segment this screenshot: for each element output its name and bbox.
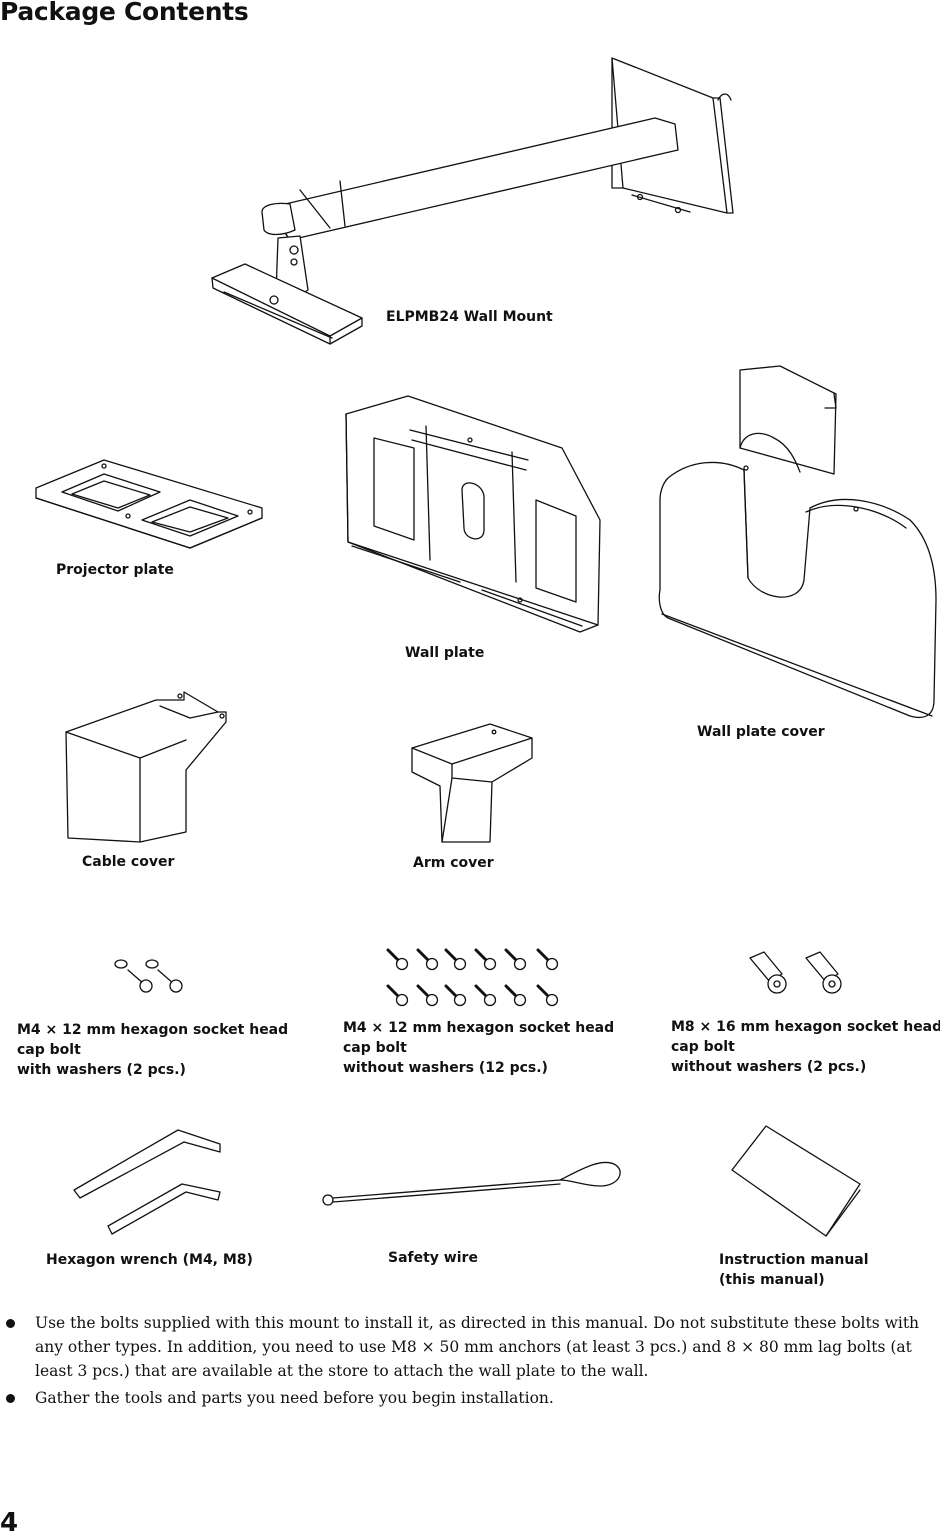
label-arm-cover: Arm cover	[413, 855, 494, 871]
label-safety-wire: Safety wire	[388, 1250, 478, 1266]
page-title: Package Contents	[0, 0, 249, 26]
manual-illustration	[732, 1126, 860, 1236]
label-wall-plate-cover: Wall plate cover	[697, 724, 825, 740]
hex-wrench-illustration	[74, 1130, 220, 1234]
note-item: Gather the tools and parts you need befo…	[6, 1386, 940, 1410]
label-projector-plate: Projector plate	[56, 562, 174, 578]
wall-plate-illustration	[346, 396, 600, 632]
safety-wire-illustration	[323, 1162, 620, 1205]
projector-plate-illustration	[36, 460, 262, 548]
m8-bolts-illustration	[750, 952, 841, 993]
label-wall-plate: Wall plate	[405, 645, 485, 661]
note-item: Use the bolts supplied with this mount t…	[6, 1311, 940, 1383]
arm-cover-illustration	[412, 724, 532, 842]
m4-bolts-with-washers-illustration	[115, 960, 182, 992]
wall-plate-cover-illustration	[659, 366, 936, 717]
m4-bolts-illustration	[388, 950, 550, 998]
wall-mount-illustration	[212, 58, 733, 344]
label-m4-bolts-with-washers: M4 × 12 mm hexagon socket head cap bolt …	[17, 1022, 289, 1078]
label-hex-wrench: Hexagon wrench (M4, M8)	[46, 1252, 253, 1268]
label-m8-bolts: M8 × 16 mm hexagon socket head cap bolt …	[671, 1019, 940, 1075]
notes-list: Use the bolts supplied with this mount t…	[6, 1311, 940, 1413]
page-number: 4	[0, 1508, 19, 1538]
label-wall-mount: ELPMB24 Wall Mount	[386, 309, 553, 325]
label-m4-bolts-without-washers: M4 × 12 mm hexagon socket head cap bolt …	[343, 1020, 615, 1076]
bullet-icon	[6, 1319, 15, 1328]
cable-cover-illustration	[66, 692, 226, 842]
label-cable-cover: Cable cover	[82, 854, 175, 870]
bullet-icon	[6, 1394, 15, 1403]
label-manual: Instruction manual (this manual)	[719, 1252, 869, 1288]
